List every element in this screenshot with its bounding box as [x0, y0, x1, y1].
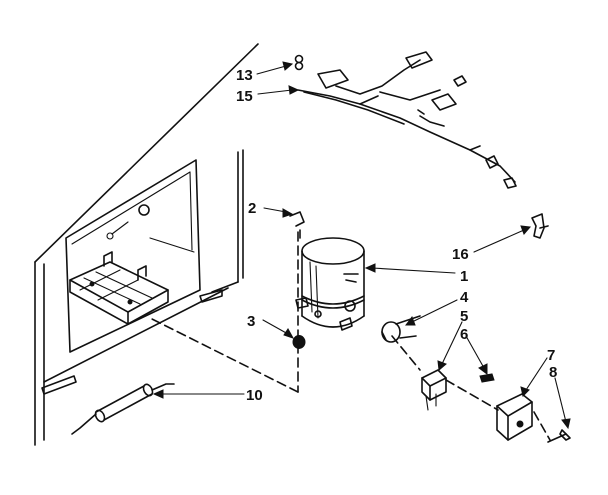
machine-compartment	[41, 159, 223, 395]
callout-5: 5	[460, 308, 468, 325]
callout-6: 6	[460, 326, 468, 343]
base-pan	[69, 251, 169, 325]
overload-part-4	[381, 315, 421, 343]
callout-16: 16	[452, 246, 469, 263]
callout-2: 2	[248, 200, 256, 217]
callout-10: 10	[246, 387, 263, 404]
plug-part-13	[294, 54, 304, 71]
cover-part-7	[496, 393, 533, 441]
compressor	[295, 237, 365, 331]
clip-part-2	[289, 211, 305, 239]
callout-1: 1	[460, 268, 468, 285]
callout-7: 7	[547, 347, 555, 364]
screw-part-8	[547, 429, 571, 443]
drier-part-10	[71, 383, 175, 435]
bracket-part-16	[531, 213, 549, 239]
callout-8: 8	[549, 364, 557, 381]
callout-4: 4	[460, 289, 469, 306]
grommet-part-3	[292, 335, 306, 349]
screw-part-6	[479, 373, 495, 383]
callouts: 13 15 2 16 1 3 4 5 6 7 8 10	[236, 67, 557, 404]
leader-lines	[152, 61, 571, 430]
callout-15: 15	[236, 88, 253, 105]
callout-3: 3	[247, 313, 255, 330]
cabinet-outline	[34, 43, 259, 446]
callout-13: 13	[236, 67, 253, 84]
relay-part-5	[421, 369, 447, 411]
assembly-lines	[149, 231, 551, 441]
wire-harness	[297, 51, 517, 189]
